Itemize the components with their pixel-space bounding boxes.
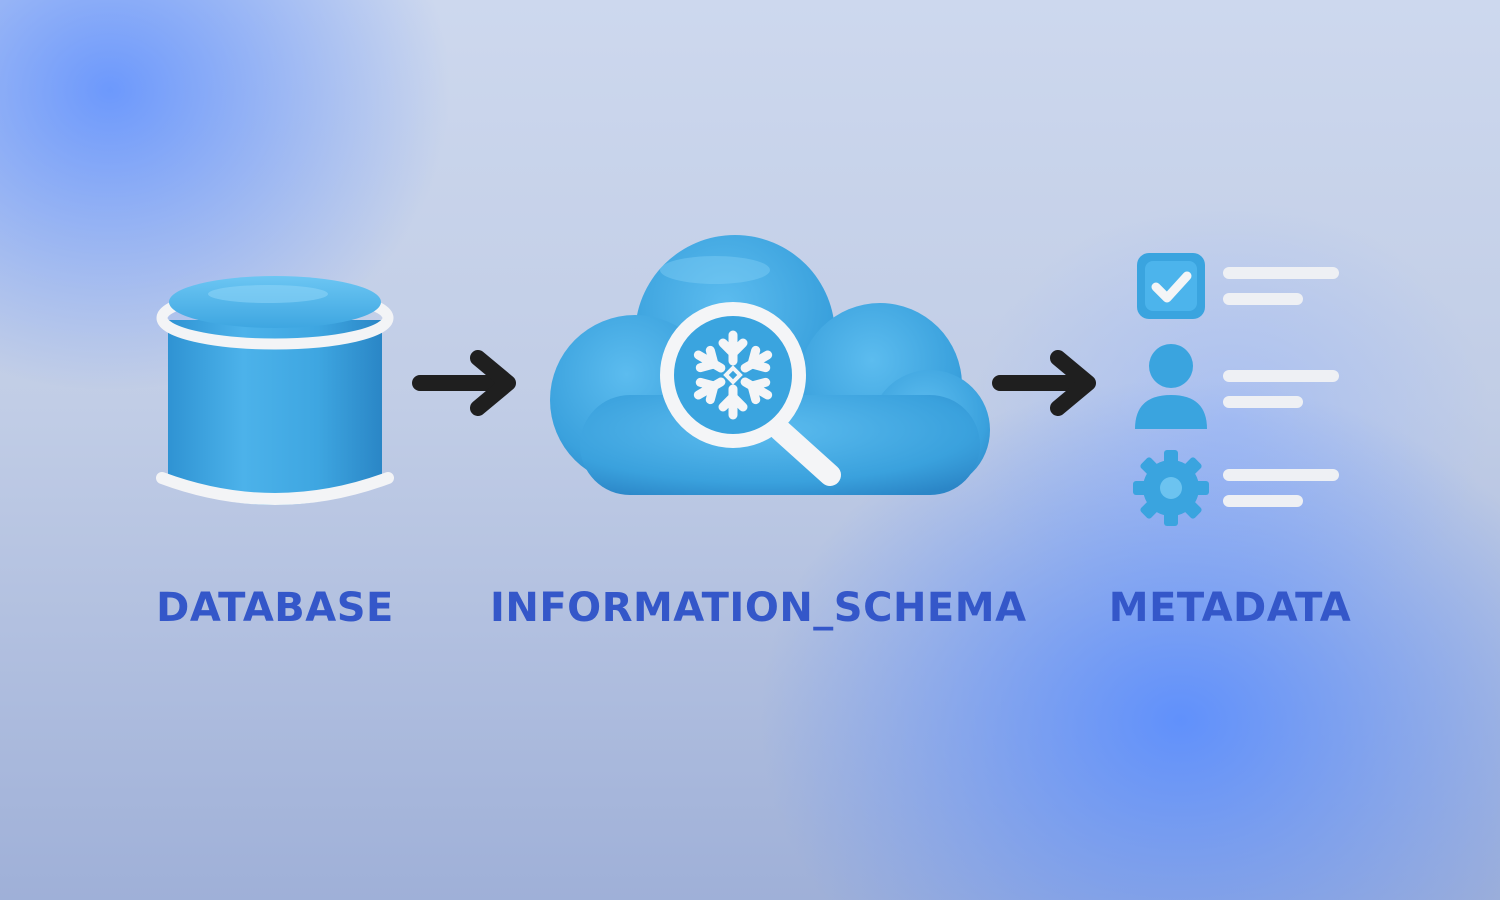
arrow-schema-to-metadata [990, 348, 1102, 418]
checkbox-icon [1137, 253, 1205, 319]
gear-icon [1133, 450, 1209, 526]
database-node [150, 270, 400, 530]
information-schema-label: INFORMATION_SCHEMA [490, 585, 1027, 631]
arrow-database-to-schema [410, 348, 522, 418]
user-icon [1135, 344, 1207, 429]
arrow-right-icon [412, 350, 516, 416]
metadata-list-icon [1133, 253, 1339, 526]
metadata-node [1125, 245, 1350, 530]
information-schema-node [535, 225, 995, 505]
cloud-search-snowflake-icon [550, 235, 990, 495]
database-cylinder-icon [156, 276, 394, 505]
database-label: DATABASE [156, 585, 394, 631]
arrow-right-icon [992, 350, 1096, 416]
metadata-label: METADATA [1108, 585, 1352, 631]
